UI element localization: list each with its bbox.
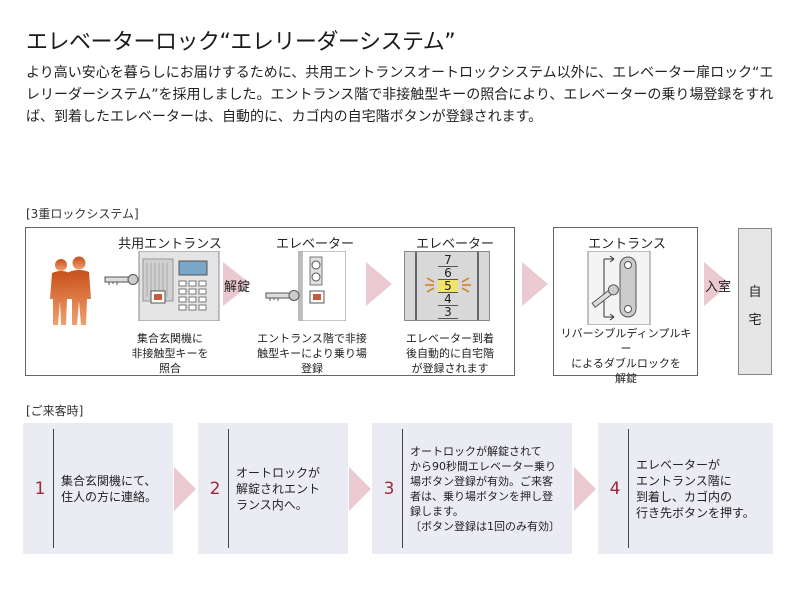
door-lock-illustration [584, 251, 664, 325]
step-number: 3 [383, 478, 395, 499]
home-box: 自 宅 [738, 228, 772, 375]
stage-1-desc: 集合玄関機に 非接触型キーを 照合 [131, 332, 209, 375]
key-icon [104, 274, 139, 285]
visitor-step-2: 2 オートロックが 解錠されエント ランス内へ。 [198, 423, 348, 554]
step-text: オートロックが解錠されて から90秒間エレベーター乗り 場ボタン登録が有効。ご来… [410, 444, 560, 533]
flow-arrow-4 [704, 262, 730, 306]
step-text: エレベーターが エントランス階に 到着し、カゴ内の 行き先ボタンを押す。 [636, 457, 755, 520]
step-text: オートロックが 解錠されエント ランス内へ。 [236, 465, 321, 512]
stage-4-caption: エントランス [588, 237, 666, 252]
visitor-step-4: 4 エレベーターが エントランス階に 到着し、カゴ内の 行き先ボタンを押す。 [598, 423, 773, 554]
highlight-rays [425, 277, 471, 293]
floor-number-7: 7 [438, 254, 458, 267]
stage-3-desc: エレベーター到着 後自動的に自宅階 が登録されます [406, 332, 494, 375]
floor-number-6: 6 [438, 267, 458, 280]
stage-3-caption: エレベーター [415, 237, 494, 252]
visitor-arrow-1 [174, 467, 196, 511]
key-icon [591, 284, 619, 308]
stage-2-desc: エントランス階で非接 触型キーにより乗り場 登録 [257, 332, 367, 375]
stage-1-caption: 共用エントランス [118, 237, 222, 252]
step-number: 2 [209, 478, 221, 499]
step-number: 4 [609, 478, 621, 499]
visitor-step-1: 1 集合玄関機にて、 住人の方に連絡。 [23, 423, 173, 554]
step-divider [228, 429, 229, 548]
enter-label: 入室 [705, 280, 732, 295]
visitor-arrow-3 [574, 467, 596, 511]
home-char-1: 自 [748, 285, 762, 300]
residents-illustration [44, 255, 96, 327]
elevator-hall-illustration [262, 251, 346, 321]
step-divider [53, 429, 54, 548]
stage-4-desc: リバーシブルディンプルキー によるダブルロックを 解錠 [560, 327, 692, 385]
flow-arrow-1 [223, 262, 251, 306]
step-text: 集合玄関機にて、 住人の方に連絡。 [61, 473, 158, 504]
visitor-arrow-2 [349, 467, 371, 511]
step-divider [628, 429, 629, 548]
people-icon [50, 256, 91, 325]
floor-number-5: 5 [438, 280, 458, 293]
floor-number-4: 4 [438, 293, 458, 306]
page-title: エレベーターロック“エレリーダーシステム” [26, 30, 456, 55]
intro-text: より高い安心を暮らしにお届けするために、共用エントランスオートロックシステム以外… [26, 65, 774, 125]
lock-system-label: [3重ロックシステム] [26, 207, 139, 221]
visitor-label: [ご来客時] [26, 404, 84, 418]
step-number: 1 [34, 478, 46, 499]
unlock-label: 解錠 [224, 280, 251, 295]
visitor-step-3: 3 オートロックが解錠されて から90秒間エレベーター乗り 場ボタン登録が有効。… [372, 423, 572, 554]
home-char-2: 宅 [748, 313, 762, 328]
intercom-panel-illustration [103, 251, 221, 321]
floor-number-3: 3 [438, 306, 458, 319]
step-divider [402, 429, 403, 548]
key-icon [265, 290, 300, 301]
stage-2-caption: エレベーター [275, 237, 354, 252]
flow-arrow-2 [366, 262, 392, 306]
flow-arrow-3 [522, 262, 548, 306]
